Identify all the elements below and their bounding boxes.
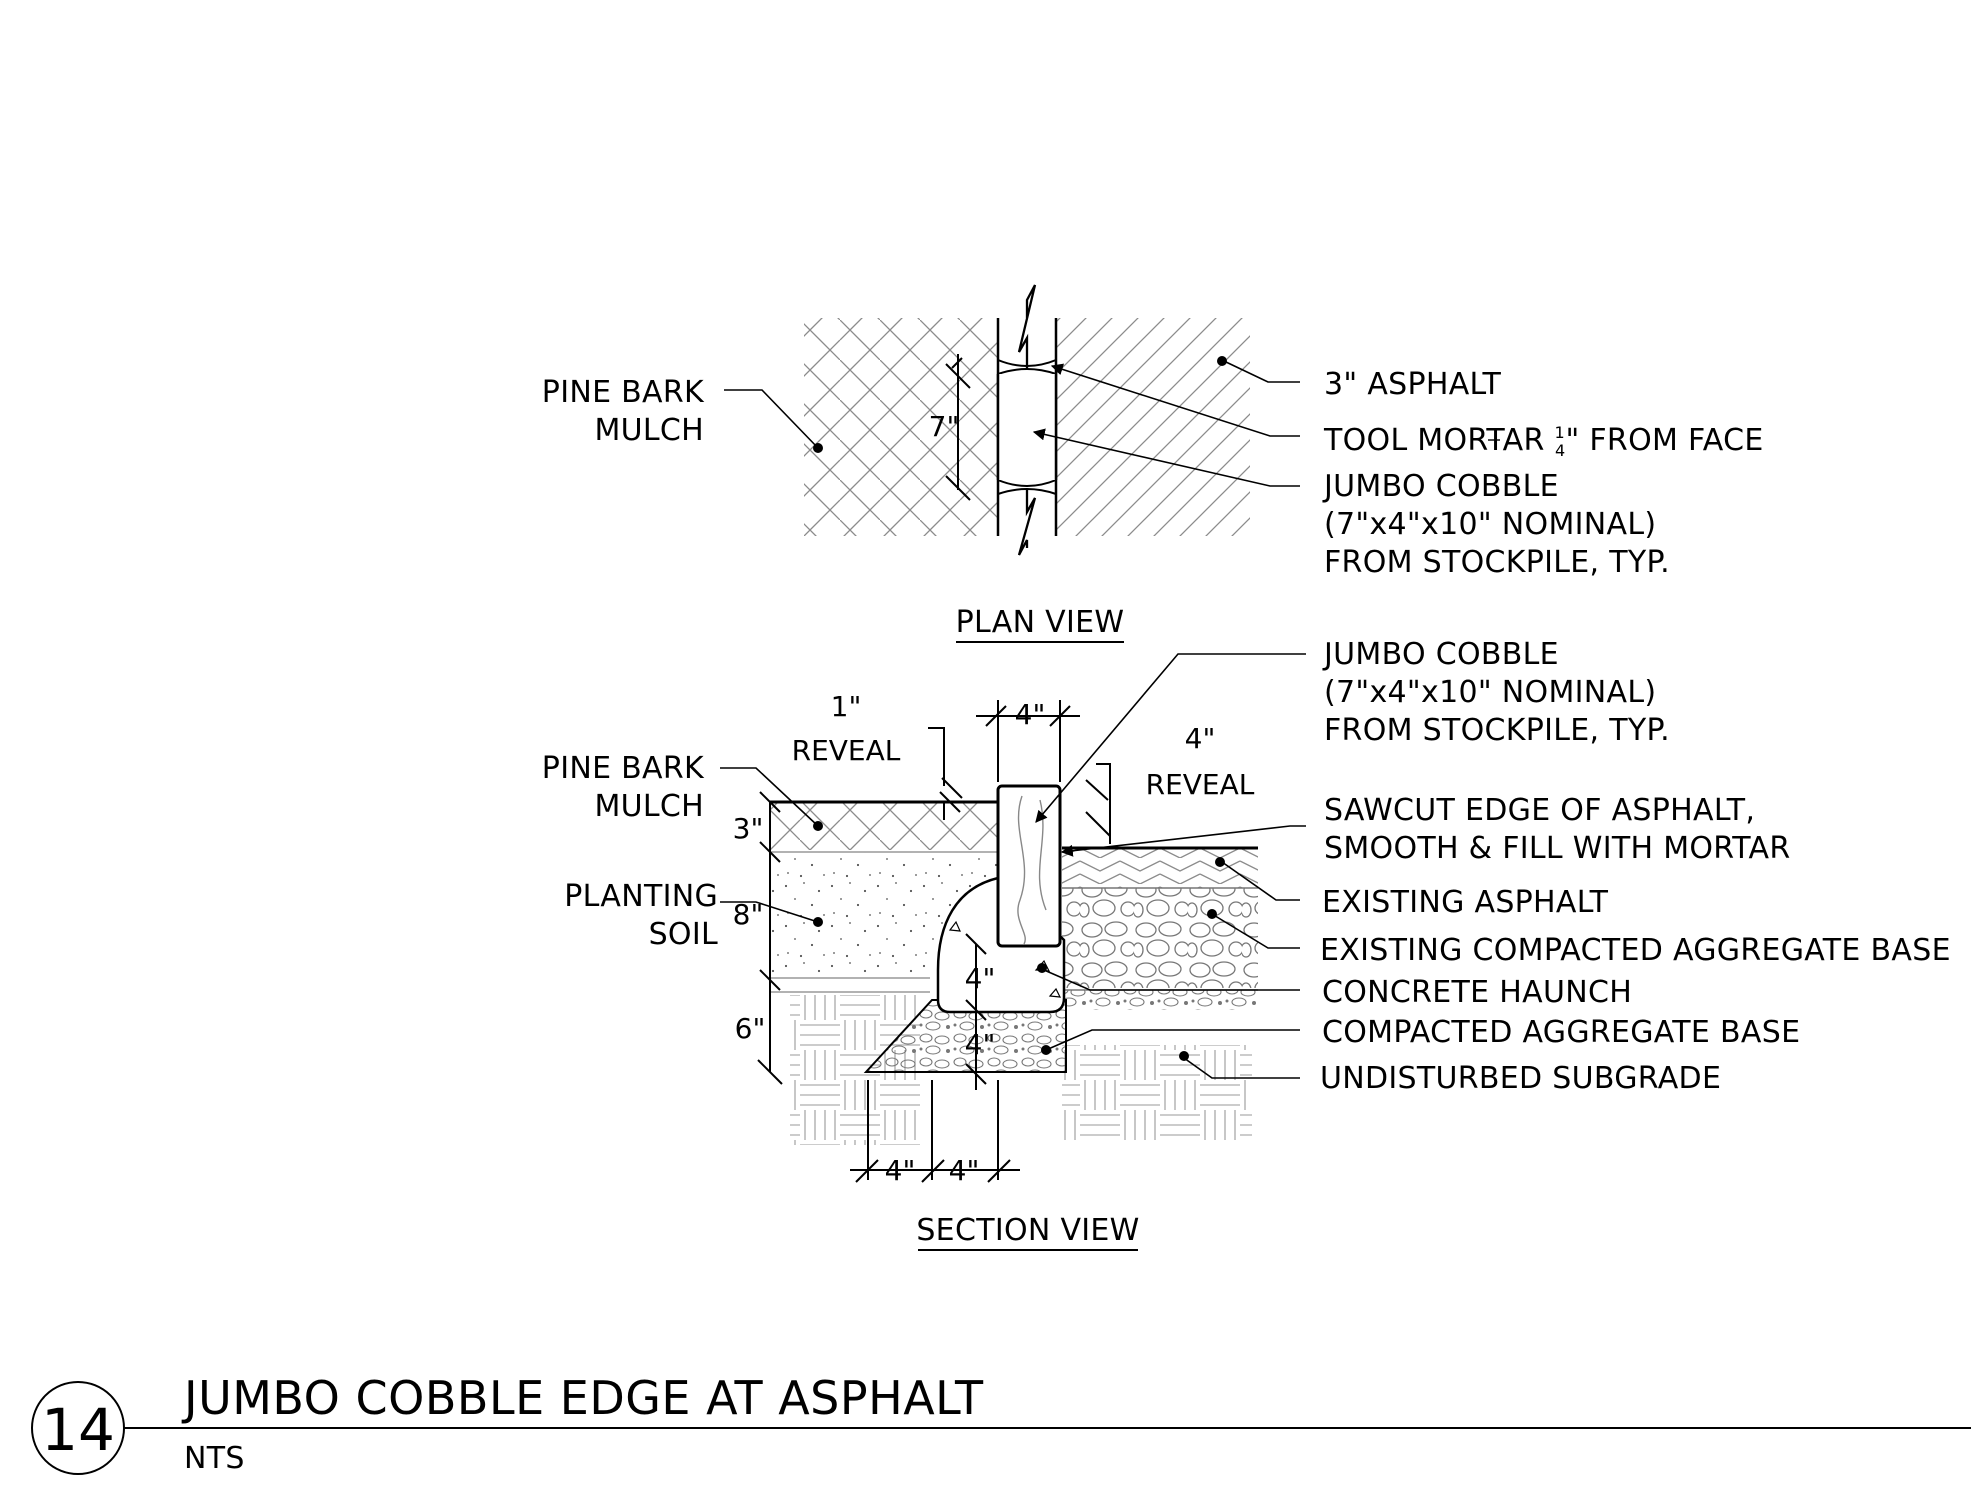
- section-mulch-label-2: MULCH: [594, 789, 704, 824]
- plan-break-bottom: [1017, 490, 1037, 556]
- plan-asphalt-label: 3" ASPHALT: [1324, 367, 1501, 402]
- section-sawcut-label-2: SMOOTH & FILL WITH MORTAR: [1324, 831, 1791, 866]
- plan-cobble-label-2: (7"x4"x10" NOMINAL): [1324, 507, 1656, 542]
- section-subgrade-label: UNDISTURBED SUBGRADE: [1320, 1061, 1721, 1096]
- section-dim-left-vertical: [757, 791, 783, 1085]
- section-dim-reveal-left-value: 1": [831, 690, 862, 723]
- section-compacted-base-right: [1062, 990, 1258, 1010]
- plan-view-title: PLAN VIEW: [956, 605, 1125, 640]
- section-dim-reveal-right-text: REVEAL: [1146, 768, 1255, 801]
- plan-cobble-leader: [1032, 428, 1300, 487]
- section-sawcut-leader: [1060, 825, 1306, 857]
- plan-asphalt-hatch: [1056, 318, 1250, 536]
- section-mulch-dot: [813, 821, 823, 831]
- plan-mulch-hatch: [804, 318, 998, 536]
- section-dim-top-width-label: 4": [1015, 698, 1046, 731]
- plan-mulch-label-1: PINE BARK: [542, 375, 705, 410]
- detail-scale: NTS: [184, 1441, 245, 1476]
- section-dim-reveal-left: [928, 727, 963, 820]
- section-dim-reveal-right-value: 4": [1185, 722, 1216, 755]
- plan-cobble: [998, 374, 1056, 480]
- section-cobble-label-2: (7"x4"x10" NOMINAL): [1324, 675, 1656, 710]
- section-subgrade-dot: [1179, 1051, 1189, 1061]
- section-existing-base-dot: [1207, 909, 1217, 919]
- section-dim-inner-vertical: [965, 933, 987, 1090]
- section-existing-base-leader: [1211, 913, 1300, 949]
- section-dim-base-under: 4": [965, 1028, 996, 1061]
- section-existing-asphalt-leader: [1221, 861, 1300, 901]
- section-dim-reveal-left-text: REVEAL: [792, 734, 901, 767]
- section-cobble: [996, 784, 1062, 948]
- section-haunch-dot: [1037, 963, 1047, 973]
- section-subgrade-right: [1062, 1045, 1252, 1140]
- plan-mulch-dot: [813, 443, 823, 453]
- plan-dim-7in-label: 7": [929, 410, 960, 443]
- plan-mortar-joint-bottom: [997, 479, 1057, 495]
- section-mulch-hatch: [770, 802, 998, 850]
- section-sawcut-label-1: SAWCUT EDGE OF ASPHALT,: [1324, 793, 1755, 828]
- plan-mulch-label-2: MULCH: [594, 413, 704, 448]
- detail-number: 14: [41, 1396, 115, 1464]
- plan-dim-7in: [945, 354, 971, 501]
- section-soil-dot: [813, 917, 823, 927]
- section-mulch-label-1: PINE BARK: [542, 751, 705, 786]
- plan-cobble-label-3: FROM STOCKPILE, TYP.: [1324, 545, 1670, 580]
- plan-asphalt-leader: [1225, 361, 1300, 383]
- plan-break-top: [1017, 284, 1037, 370]
- section-soil-leader: [720, 901, 819, 923]
- title-block: 14 JUMBO COBBLE EDGE AT ASPHALT NTS: [31, 1371, 1971, 1476]
- plan-view: 7" PINE BARK MULCH 3" ASPHALT TOOL MORTA…: [542, 284, 1764, 643]
- section-dim-reveal-right: [1085, 763, 1111, 844]
- section-agg-base-leader: [1045, 1029, 1300, 1051]
- section-subgrade-leader: [1183, 1057, 1300, 1079]
- plan-cobble-label-1: JUMBO COBBLE: [1322, 469, 1559, 504]
- section-haunch-label: CONCRETE HAUNCH: [1322, 975, 1632, 1010]
- section-cobble-label-1: JUMBO COBBLE: [1322, 637, 1559, 672]
- section-existing-base: [1062, 888, 1258, 988]
- section-view: 3" 8" 6" 1" REVEAL 4" 4" REVEAL: [542, 637, 1951, 1251]
- section-existing-asphalt-label: EXISTING ASPHALT: [1322, 885, 1609, 920]
- section-dim-bottom-right: 4": [949, 1154, 980, 1187]
- section-view-title: SECTION VIEW: [916, 1213, 1139, 1248]
- section-existing-base-label: EXISTING COMPACTED AGGREGATE BASE: [1320, 933, 1951, 968]
- plan-asphalt-dot: [1217, 356, 1227, 366]
- section-haunch-leader: [1043, 969, 1300, 991]
- section-agg-base-label: COMPACTED AGGREGATE BASE: [1322, 1015, 1800, 1050]
- section-dim-bottom-left: 4": [885, 1154, 916, 1187]
- plan-mortar-leader: [1050, 363, 1300, 437]
- section-mulch-leader: [720, 767, 819, 827]
- section-asphalt-hatch: [1062, 848, 1258, 888]
- section-cobble-label-3: FROM STOCKPILE, TYP.: [1324, 713, 1670, 748]
- section-soil-label-1: PLANTING: [564, 879, 718, 914]
- plan-mulch-leader: [724, 389, 819, 449]
- section-agg-base-dot: [1041, 1045, 1051, 1055]
- section-soil-label-2: SOIL: [649, 917, 718, 952]
- section-existing-asphalt-dot: [1215, 857, 1225, 867]
- section-dim-bottom: [850, 1080, 1020, 1183]
- detail-title: JUMBO COBBLE EDGE AT ASPHALT: [181, 1371, 984, 1425]
- section-dim-haunch: 4": [965, 962, 996, 995]
- section-dim-base: 6": [735, 1012, 766, 1045]
- section-cobble-leader: [1035, 653, 1306, 823]
- section-dim-top-width: [976, 700, 1080, 782]
- section-dim-mulch: 3": [733, 812, 764, 845]
